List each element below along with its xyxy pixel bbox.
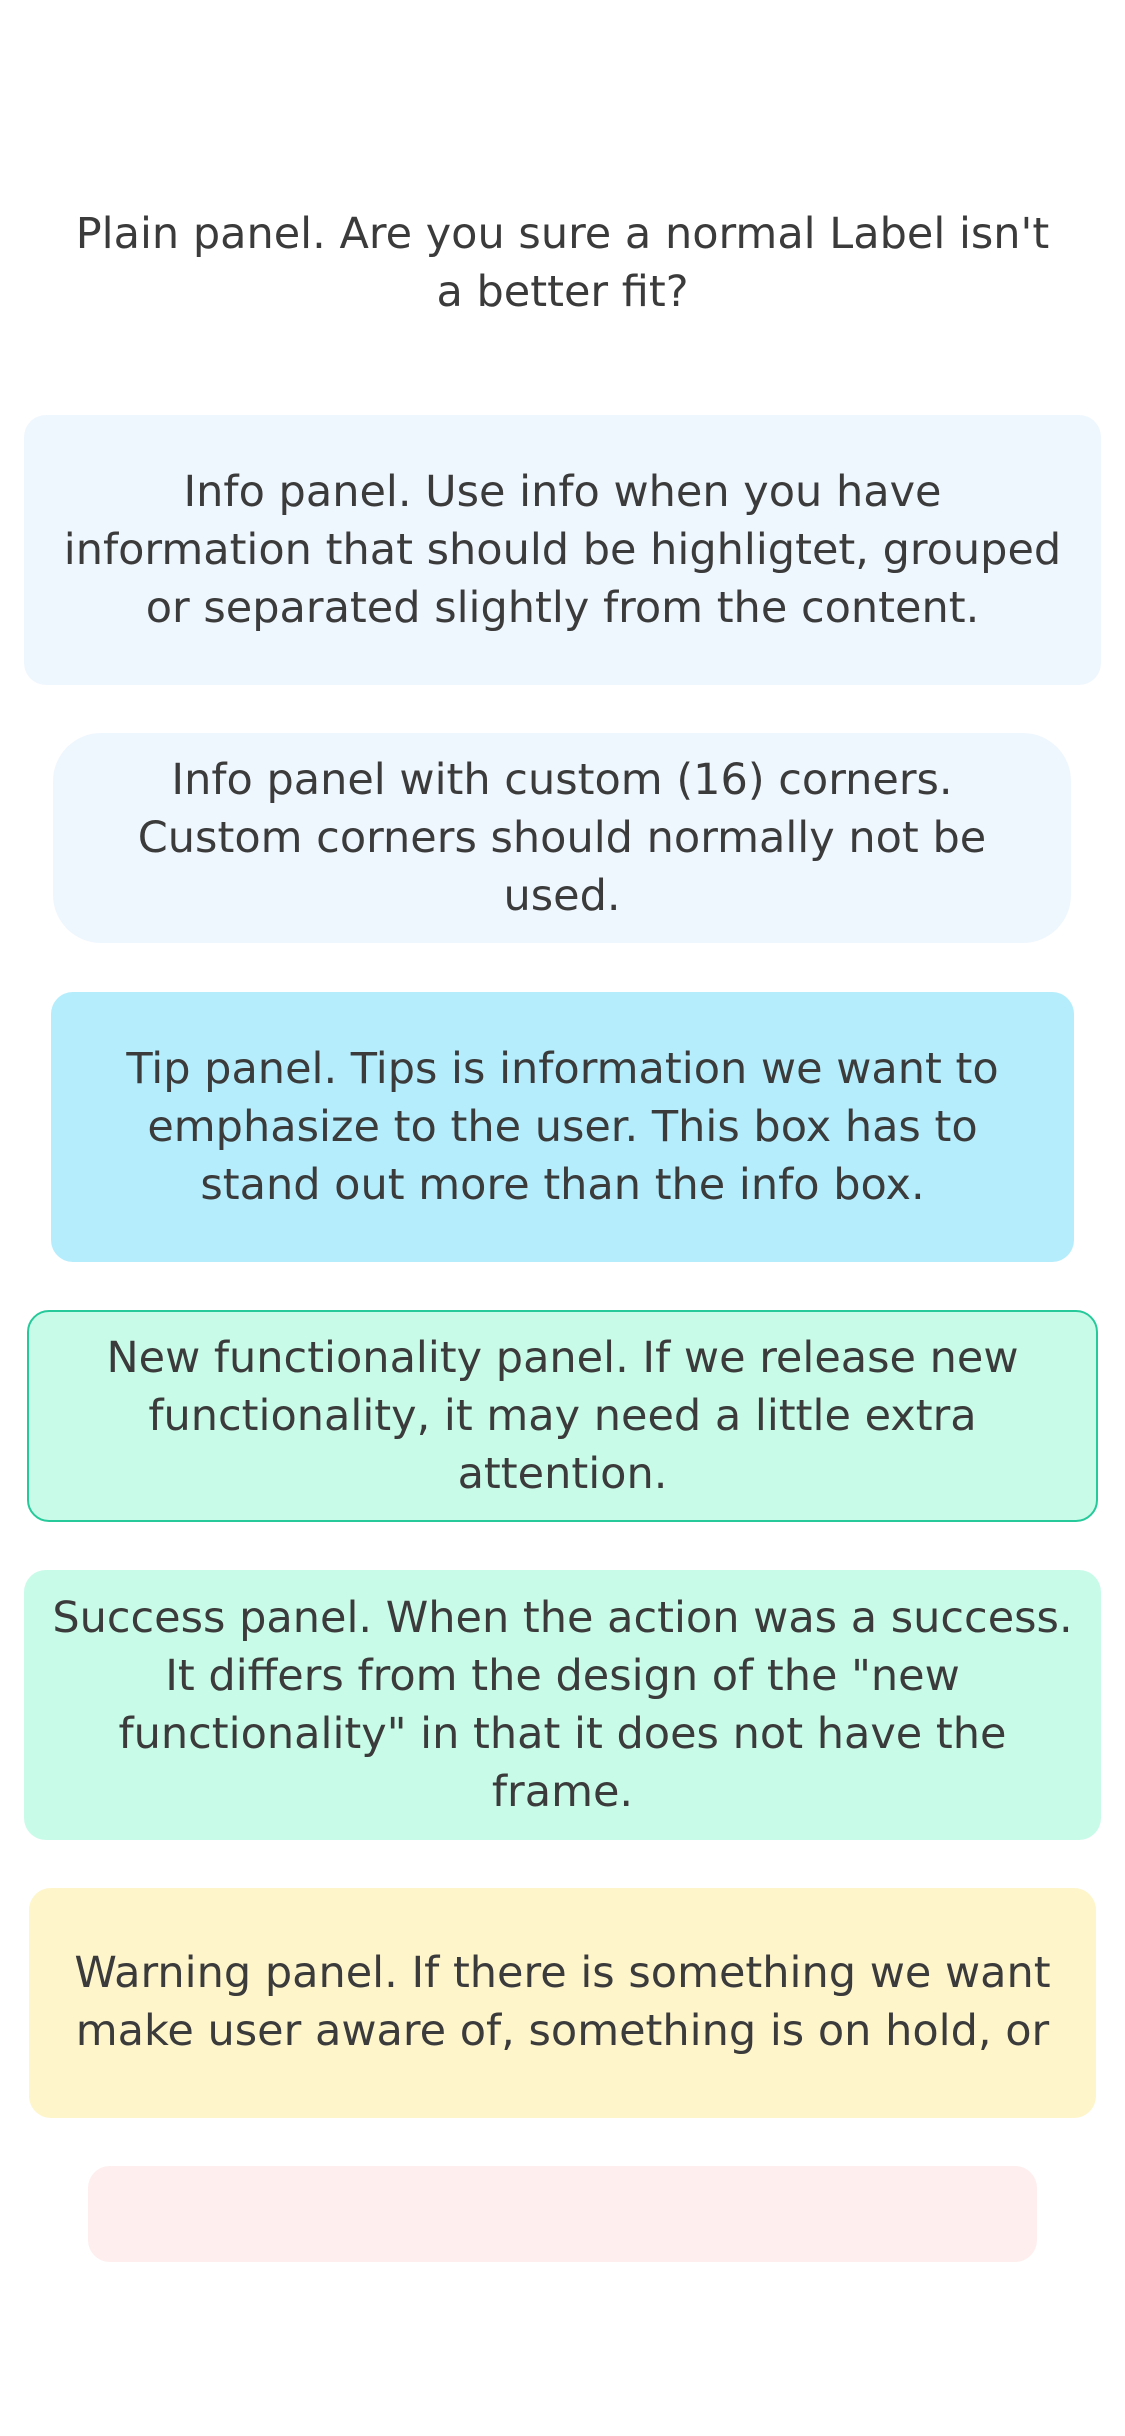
new-functionality-panel: New functionality panel. If we release n… xyxy=(27,1310,1098,1522)
error-panel xyxy=(88,2166,1037,2262)
warning-panel: Warning panel. If there is something we … xyxy=(29,1888,1096,2118)
plain-panel: Plain panel. Are you sure a normal Label… xyxy=(60,195,1065,330)
info-panel: Info panel. Use info when you have infor… xyxy=(24,415,1101,685)
info-panel-custom-corners: Info panel with custom (16) corners. Cus… xyxy=(53,733,1071,943)
new-functionality-panel-text: New functionality panel. If we release n… xyxy=(106,1333,1019,1499)
success-panel-text: Success panel. When the action was a suc… xyxy=(52,1593,1073,1817)
info-panel-custom-corners-text: Info panel with custom (16) corners. Cus… xyxy=(137,755,987,921)
info-panel-text: Info panel. Use info when you have infor… xyxy=(63,467,1062,633)
success-panel: Success panel. When the action was a suc… xyxy=(24,1570,1101,1840)
plain-panel-text: Plain panel. Are you sure a normal Label… xyxy=(75,208,1050,317)
tip-panel-text: Tip panel. Tips is information we want t… xyxy=(126,1044,999,1210)
warning-panel-text: Warning panel. If there is something we … xyxy=(74,1947,1051,2056)
tip-panel: Tip panel. Tips is information we want t… xyxy=(51,992,1074,1262)
